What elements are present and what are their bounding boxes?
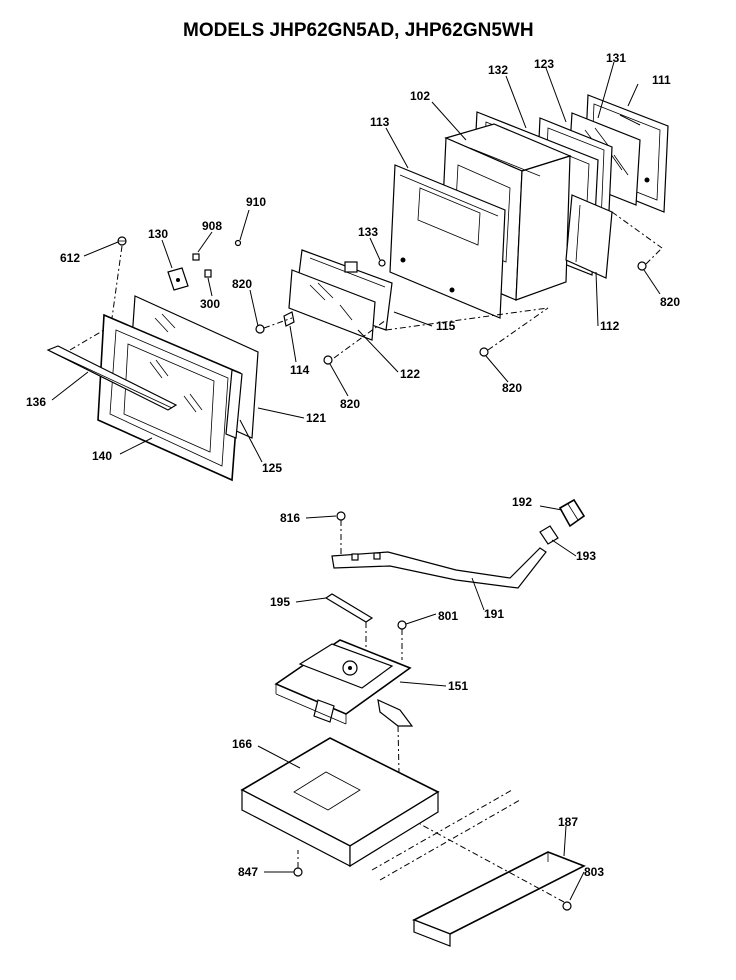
assembly-lines-upper (69, 211, 663, 359)
label-910: 910 (246, 195, 266, 209)
part-195-rod (324, 593, 374, 648)
label-140: 140 (92, 449, 112, 463)
part-910-screw (234, 239, 242, 247)
frame-rail-dashed (371, 789, 521, 881)
leader-lines (51, 61, 661, 901)
part-820-screws (255, 261, 647, 365)
part-133-screw (378, 259, 386, 267)
label-820-c: 820 (340, 397, 360, 411)
part-136-handle (46, 345, 178, 411)
label-122: 122 (400, 367, 420, 381)
label-193: 193 (576, 549, 596, 563)
part-612-screw (117, 236, 127, 246)
part-113-inner-panel (389, 164, 506, 319)
part-193-sleeve (539, 525, 559, 545)
label-136: 136 (26, 395, 46, 409)
part-114-clip (283, 311, 295, 327)
part-803-screw (419, 823, 572, 911)
label-816: 816 (280, 511, 300, 525)
label-113: 113 (370, 115, 390, 129)
part-140-door-frame (97, 313, 241, 482)
label-847: 847 (238, 865, 258, 879)
label-125: 125 (262, 461, 282, 475)
part-908-clip (192, 253, 200, 261)
label-166: 166 (232, 737, 252, 751)
part-122-window-glass (288, 269, 376, 341)
label-123: 123 (534, 57, 554, 71)
part-187-bracket (412, 851, 586, 947)
label-151: 151 (448, 679, 468, 693)
part-801-screw (397, 620, 407, 660)
part-191-latch-arm (331, 547, 547, 589)
label-187: 187 (558, 815, 578, 829)
part-166-tray (240, 737, 440, 868)
part-labels: 111 131 123 132 102 113 910 908 130 612 … (26, 51, 680, 879)
label-612: 612 (60, 251, 80, 265)
part-151-latch-assembly (274, 639, 414, 821)
label-803: 803 (584, 865, 604, 879)
part-816-screw (336, 511, 346, 556)
part-130-block (167, 267, 189, 291)
label-111: 111 (652, 73, 671, 87)
part-300-clip (204, 269, 212, 278)
label-131: 131 (606, 51, 626, 65)
part-847-screw (293, 850, 303, 877)
label-102: 102 (410, 89, 430, 103)
label-121: 121 (306, 411, 326, 425)
label-112: 112 (600, 319, 620, 333)
diagram-title: MODELS JHP62GN5AD, JHP62GN5WH (183, 20, 534, 41)
label-801: 801 (438, 609, 458, 623)
label-133: 133 (358, 225, 378, 239)
label-820-b: 820 (660, 295, 680, 309)
label-300: 300 (200, 297, 220, 311)
label-820-a: 820 (232, 277, 252, 291)
label-132: 132 (488, 63, 508, 77)
label-191: 191 (484, 607, 504, 621)
label-820-d: 820 (502, 381, 522, 395)
label-130: 130 (148, 227, 168, 241)
label-192: 192 (512, 495, 532, 509)
part-125-side-strip (225, 369, 243, 439)
part-192-knob (558, 498, 586, 528)
label-908: 908 (202, 219, 222, 233)
part-112-channel (565, 194, 613, 279)
label-115: 115 (436, 319, 456, 333)
label-195: 195 (270, 595, 290, 609)
label-114: 114 (290, 363, 310, 377)
